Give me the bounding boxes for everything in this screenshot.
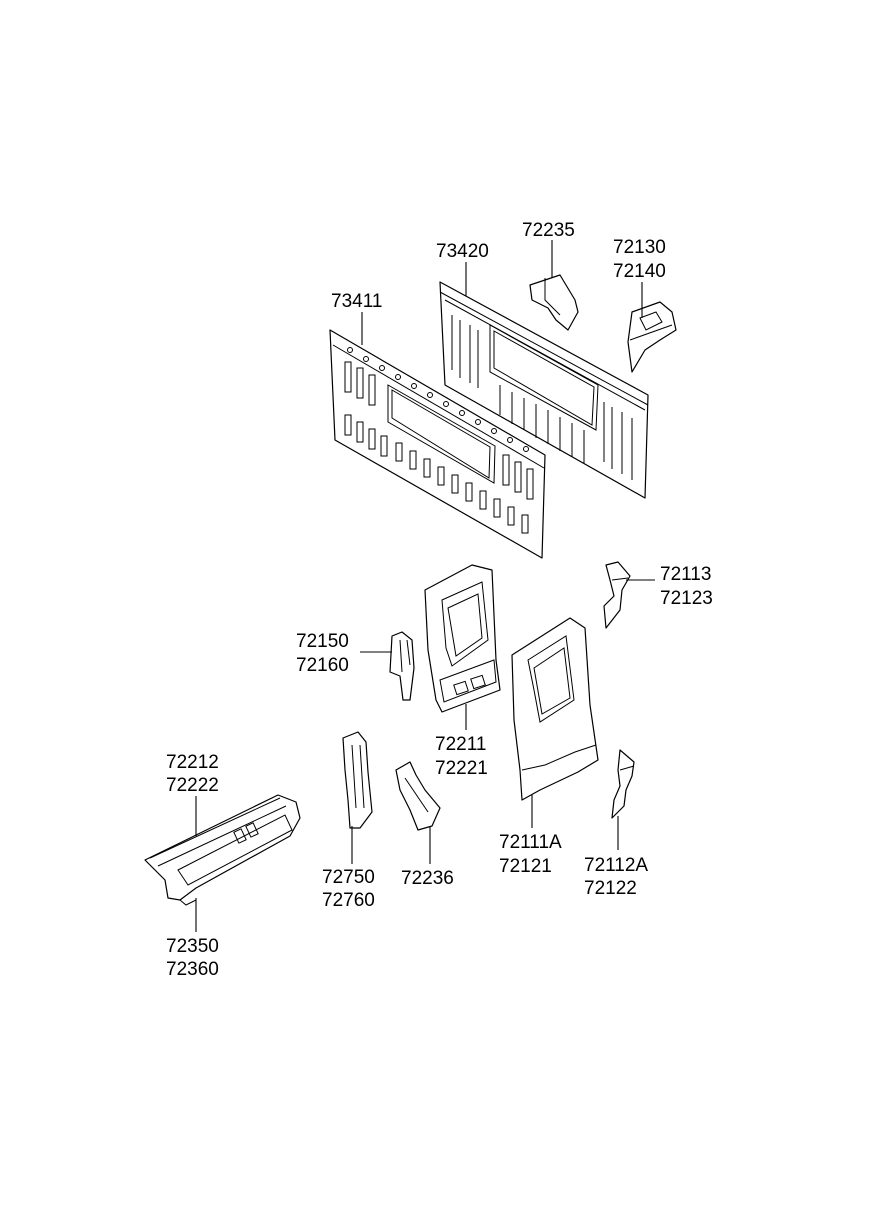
label-72113: 72113 xyxy=(660,564,711,585)
label-73420: 73420 xyxy=(436,241,489,262)
label-72121: 72121 xyxy=(499,856,552,877)
part-72350-floor-rail xyxy=(144,794,301,906)
label-72222: 72222 xyxy=(166,775,219,796)
part-73411-back-panel xyxy=(329,329,546,559)
label-72350: 72350 xyxy=(166,936,219,957)
label-72760: 72760 xyxy=(322,890,375,911)
leader-lines xyxy=(195,240,655,932)
part-72113-bracket xyxy=(603,561,631,629)
part-72130-corner-piece xyxy=(627,301,677,373)
panel-73411-holes xyxy=(347,347,529,452)
label-72140: 72140 xyxy=(613,261,666,282)
label-72212: 72212 xyxy=(166,752,219,773)
part-72235-bracket xyxy=(529,274,579,331)
part-labels: 73420 72235 72130 72140 73411 72113 7212… xyxy=(166,220,713,980)
part-72111A-outer-panel xyxy=(511,617,599,801)
label-72211: 72211 xyxy=(435,734,486,755)
label-72111A: 72111A xyxy=(499,832,562,853)
label-72160: 72160 xyxy=(296,655,349,676)
part-72236-bracket xyxy=(395,761,441,831)
label-72750: 72750 xyxy=(322,867,375,888)
part-72211-inner-panel xyxy=(424,564,501,713)
label-72221: 72221 xyxy=(435,758,488,779)
label-72150: 72150 xyxy=(296,631,349,652)
part-72750-pillar xyxy=(342,731,373,829)
part-72150-pillar xyxy=(389,631,415,701)
label-72130: 72130 xyxy=(613,237,666,258)
label-72122: 72122 xyxy=(584,878,637,899)
label-72236: 72236 xyxy=(401,868,454,889)
label-72123: 72123 xyxy=(660,588,713,609)
label-72235: 72235 xyxy=(522,220,575,241)
part-73420-back-panel xyxy=(439,281,649,499)
label-73411: 73411 xyxy=(331,291,382,312)
part-72112A-bracket xyxy=(611,749,635,819)
label-72360: 72360 xyxy=(166,959,219,980)
label-72112A: 72112A xyxy=(584,855,648,876)
